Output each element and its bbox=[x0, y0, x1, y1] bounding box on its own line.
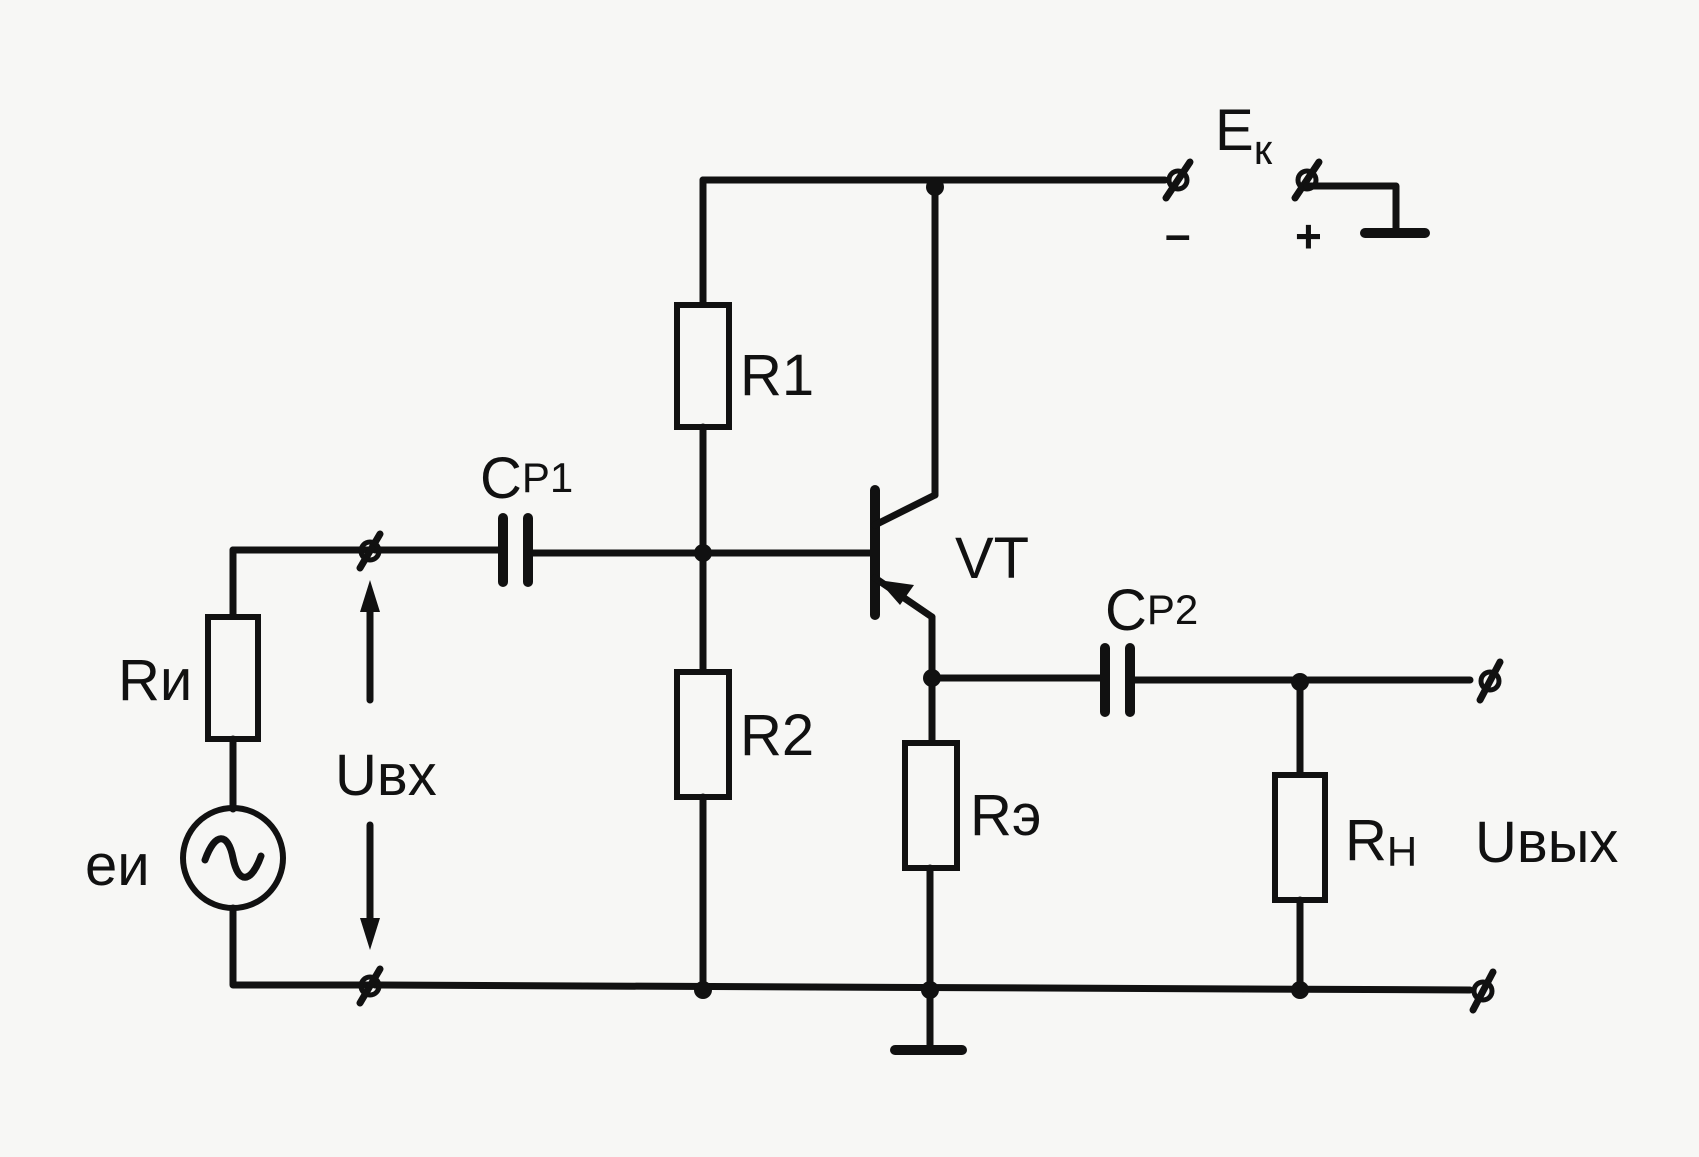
terminal-minus bbox=[1162, 158, 1194, 202]
label-vt: VT bbox=[955, 526, 1029, 591]
label-uvyx: Uвых bbox=[1475, 810, 1618, 875]
label-r1: R1 bbox=[740, 343, 814, 408]
junction-dot-collector bbox=[926, 178, 944, 196]
input-terminal-bottom-ring bbox=[358, 974, 382, 998]
uvx-arrowhead-up bbox=[360, 580, 380, 612]
label-ek: Eк bbox=[1215, 98, 1273, 173]
label-r2: R2 bbox=[740, 703, 814, 768]
output-terminal-bottom-ring bbox=[1471, 979, 1495, 1003]
resistor-r2 bbox=[674, 669, 732, 800]
resistor-ri bbox=[205, 614, 261, 742]
output-terminal-top bbox=[1476, 658, 1504, 704]
input-terminal-top-ring bbox=[358, 539, 382, 563]
label-rn: RH bbox=[1345, 808, 1417, 875]
label-minus: – bbox=[1165, 208, 1191, 260]
label-cp1: CP1 bbox=[480, 446, 573, 511]
label-ei: eи bbox=[85, 833, 150, 898]
label-re: Rэ bbox=[970, 783, 1041, 848]
source-bottom-wire bbox=[229, 904, 372, 989]
transistor-collector-lead bbox=[871, 491, 939, 529]
output-terminal-top-ring bbox=[1478, 669, 1502, 693]
label-plus: + bbox=[1295, 210, 1322, 262]
terminal-plus bbox=[1291, 158, 1323, 202]
label-cp2: CP2 bbox=[1105, 578, 1198, 643]
label-uvx: Uвх bbox=[335, 743, 437, 808]
terminal-minus-ring bbox=[1166, 168, 1190, 192]
transistor-emitter-arrow bbox=[878, 580, 914, 605]
label-ri: Rи bbox=[118, 648, 192, 713]
uvx-arrowhead-down bbox=[360, 918, 380, 950]
ground-wire-top bbox=[1303, 182, 1400, 237]
output-terminal-bottom bbox=[1469, 968, 1497, 1014]
resistor-re bbox=[902, 740, 960, 871]
input-terminal-top bbox=[356, 530, 384, 572]
input-terminal-bottom bbox=[356, 965, 384, 1007]
resistor-rn bbox=[1272, 772, 1328, 903]
sine-icon bbox=[201, 835, 265, 881]
junction-dot-base bbox=[694, 544, 712, 562]
resistor-r1 bbox=[674, 302, 732, 430]
